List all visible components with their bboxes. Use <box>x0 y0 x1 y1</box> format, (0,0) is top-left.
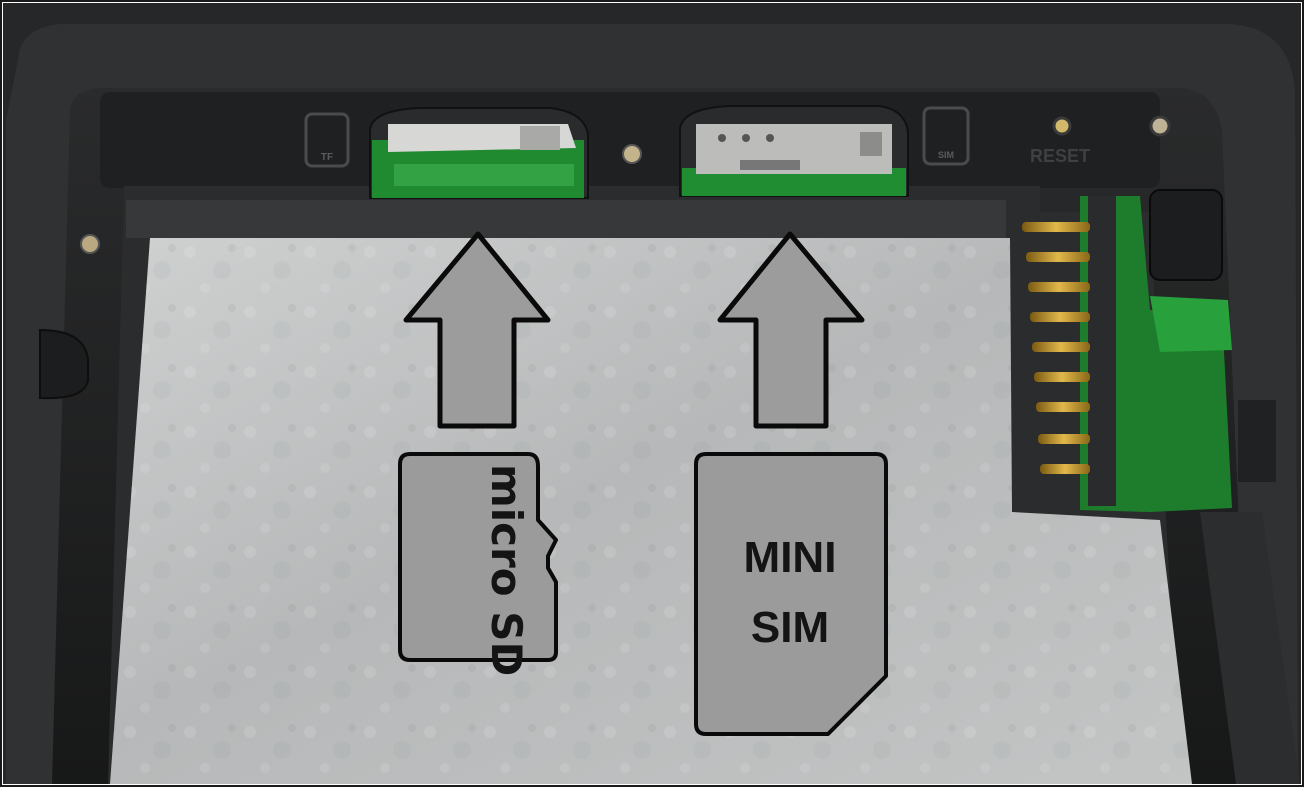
sim-mark-box <box>922 106 970 166</box>
sim-slot[interactable] <box>679 105 909 197</box>
tf-mark-box <box>304 112 350 168</box>
screw-center <box>622 144 642 164</box>
pcb-board <box>1080 189 1300 784</box>
screw-right-2 <box>1149 115 1171 137</box>
slot-housing <box>100 92 1160 188</box>
side-clip <box>39 328 89 400</box>
sim-label-line1: MINI <box>744 533 837 582</box>
arrow-up-icon-microsd <box>403 231 551 429</box>
metal-texture <box>110 238 1192 784</box>
reset-mark-text: RESET <box>1030 146 1090 166</box>
microsd-slot[interactable] <box>369 107 589 199</box>
tray-top-shadow <box>126 200 1006 238</box>
microsd-card-icon: micro SD <box>398 452 558 676</box>
mini-sim-card-icon: MINI SIM <box>694 452 888 736</box>
screw-left <box>80 234 100 254</box>
screw-right-1 <box>1052 116 1072 136</box>
sim-mark-text: SIM <box>938 150 954 160</box>
arrow-up-icon-sim <box>717 231 865 429</box>
tf-mark-text: TF <box>321 152 333 163</box>
microsd-logo-text: micro SD <box>482 464 531 676</box>
gold-pins <box>1022 222 1090 474</box>
sim-label-line2: SIM <box>751 603 829 652</box>
